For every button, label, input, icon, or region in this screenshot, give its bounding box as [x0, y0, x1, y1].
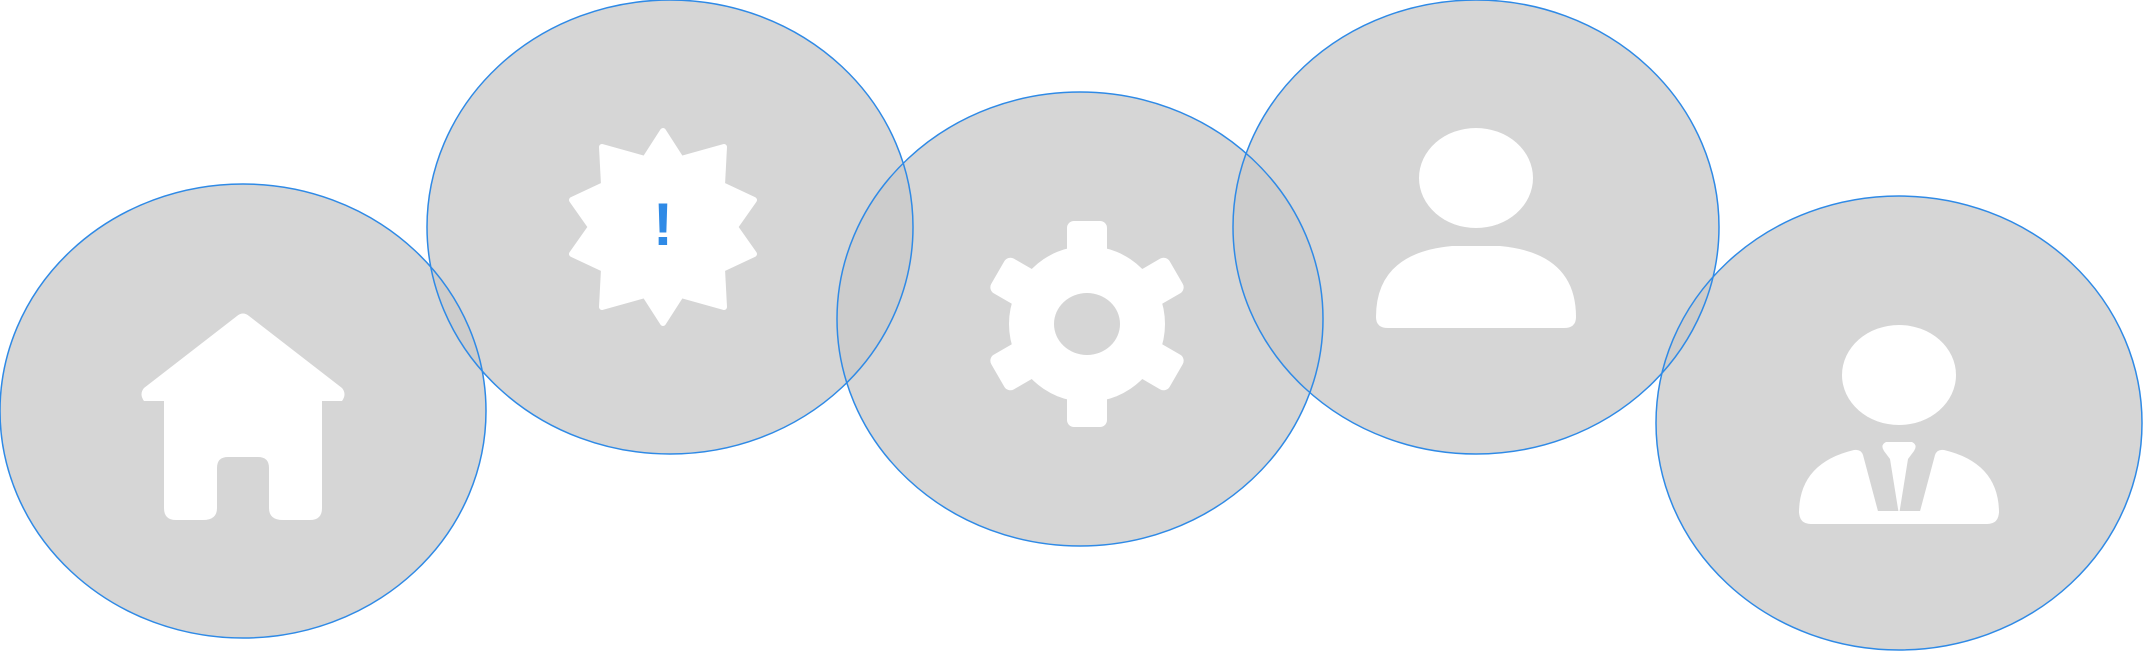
alert-badge-shape — [569, 128, 757, 326]
alert-mark: ! — [653, 191, 673, 258]
alert-badge-icon: ! — [569, 128, 757, 326]
user-head — [1419, 128, 1533, 228]
node-settings — [837, 92, 1323, 546]
gear-hole — [1054, 293, 1120, 355]
business-user-icon — [1799, 325, 1999, 524]
node-user — [1233, 0, 1719, 454]
node-home — [0, 184, 486, 638]
business-user-tie — [1882, 442, 1916, 515]
gear-icon — [990, 221, 1184, 427]
business-user-right-shoulder — [1919, 449, 1999, 515]
home-icon — [141, 313, 345, 520]
node-business-user — [1656, 196, 2142, 650]
business-user-left-shoulder — [1799, 449, 1879, 515]
user-icon — [1376, 128, 1576, 328]
node-alert: ! — [427, 0, 913, 454]
user-body — [1376, 246, 1576, 328]
business-user-head — [1842, 325, 1956, 425]
business-user-torso — [1799, 511, 1999, 524]
